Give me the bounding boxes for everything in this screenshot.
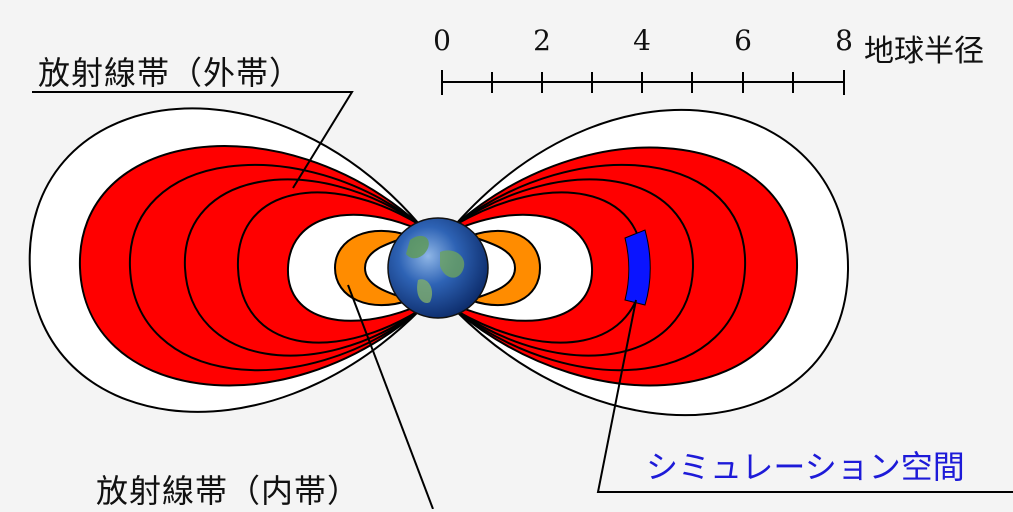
scale-tick-2: 2 <box>533 24 551 57</box>
inner-belt-leader <box>347 284 434 509</box>
inner-belt-label: 放射線帯（内帯） <box>96 472 361 510</box>
outer-belt-label: 放射線帯（外帯） <box>38 54 303 92</box>
inner-belt-right <box>466 229 542 307</box>
inner-belt-region <box>333 229 542 307</box>
inner-belt-left <box>333 229 414 307</box>
outer-belt-right <box>454 146 799 387</box>
simulation-leader <box>596 299 1013 493</box>
scale-unit-label: 地球半径 <box>864 34 984 69</box>
scale-tick-4: 4 <box>633 24 651 57</box>
distance-scale <box>441 70 845 95</box>
simulation-space-label: シミュレーション空間 <box>646 448 965 486</box>
scale-tick-8: 8 <box>835 24 853 57</box>
scale-tick-0: 0 <box>433 24 451 57</box>
outer-belt-region <box>78 145 799 387</box>
scale-tick-6: 6 <box>734 24 752 57</box>
outer-belt-left <box>78 145 421 387</box>
simulation-region <box>624 229 651 306</box>
outer-belt-leader <box>32 91 354 189</box>
earth-icon <box>387 217 489 319</box>
outer-belt-field-lines <box>128 163 747 372</box>
leader-lines <box>32 91 1013 509</box>
